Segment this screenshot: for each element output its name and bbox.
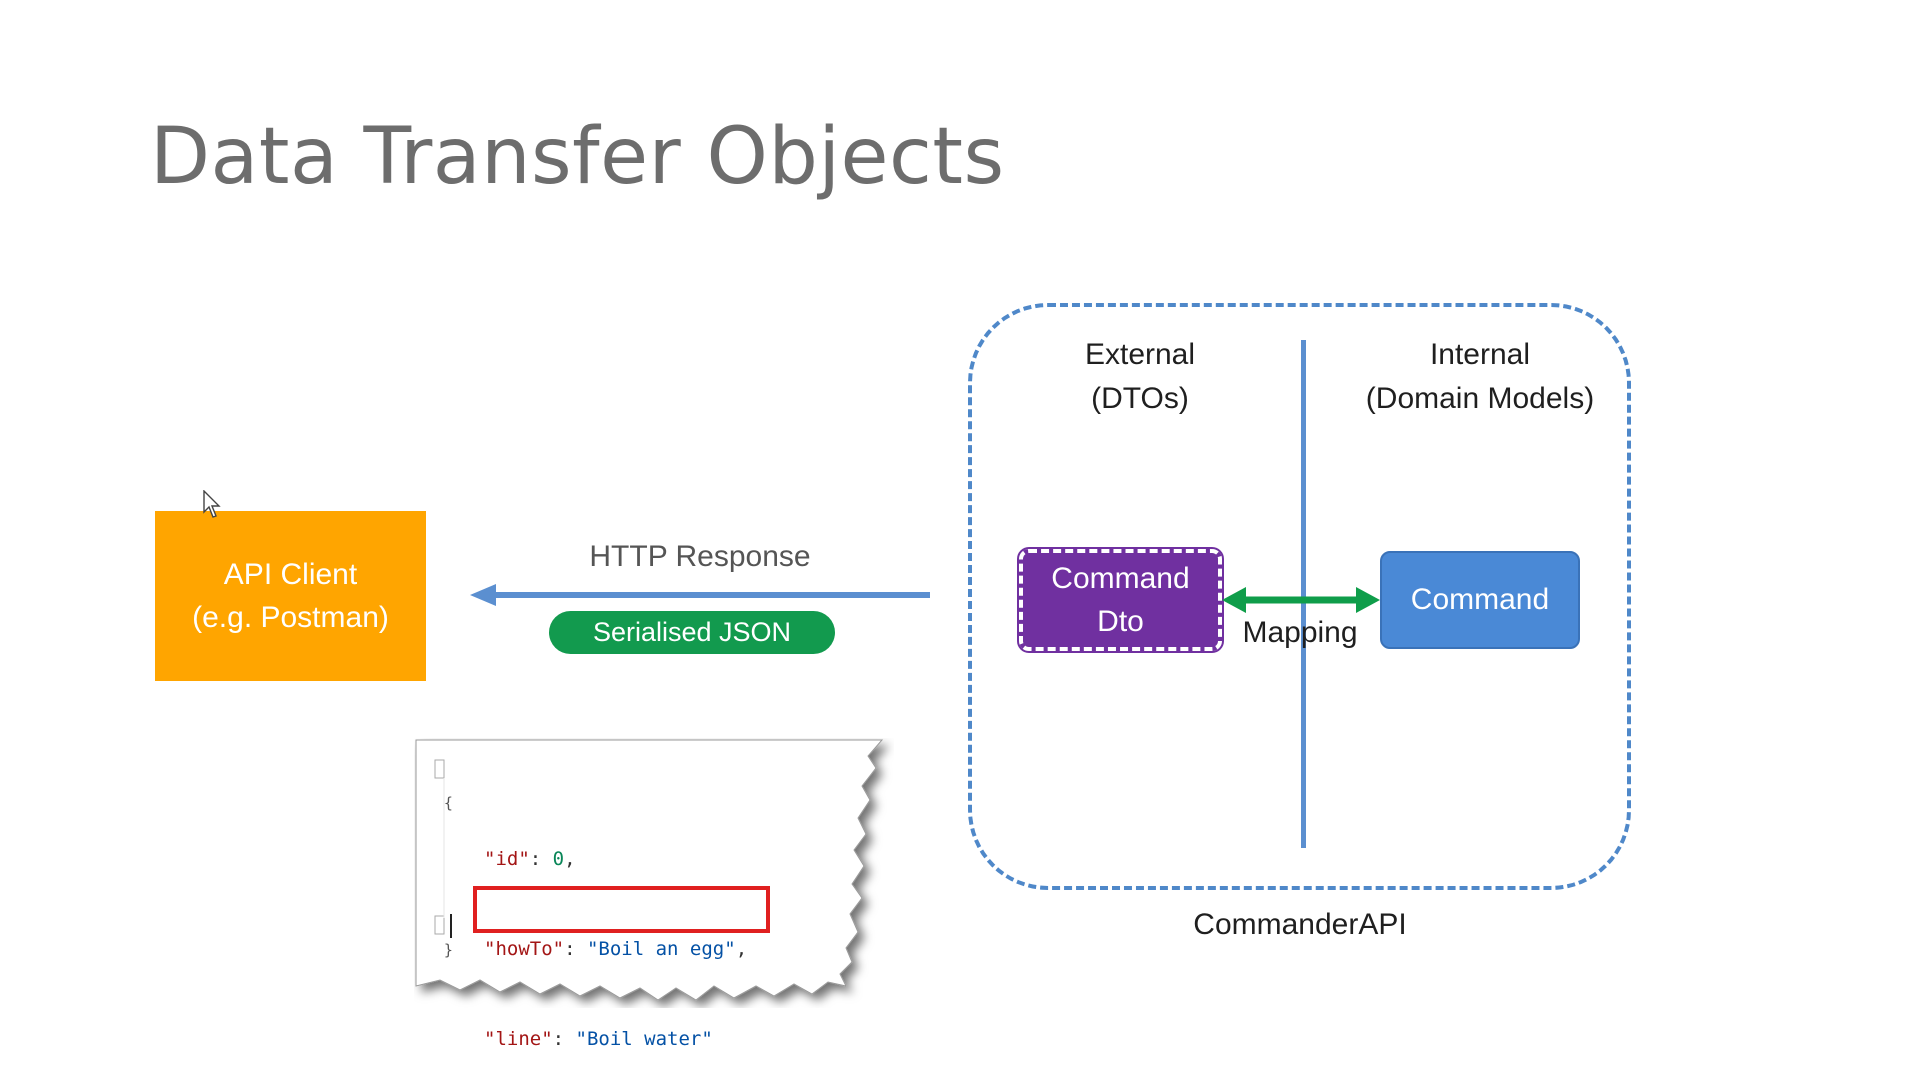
json-separator: : <box>552 1028 576 1050</box>
json-line: "line": "Boil water" <box>484 1024 747 1054</box>
json-separator: : <box>529 848 553 870</box>
internal-title: Internal <box>1429 338 1531 371</box>
json-line: "howTo": "Boil an egg", <box>484 934 747 964</box>
json-highlight-box <box>473 886 770 933</box>
commander-api-boundary <box>968 303 1631 890</box>
command-model-box: Command <box>1380 551 1580 649</box>
collapse-marker-top-icon <box>434 759 445 779</box>
json-value: "Boil water" <box>575 1028 713 1050</box>
mapping-arrow <box>1222 587 1380 613</box>
commander-api-label: CommanderAPI <box>1193 908 1407 941</box>
external-internal-divider <box>1301 340 1306 848</box>
slide-title: Data Transfer Objects <box>150 112 1005 202</box>
json-open-brace: { <box>421 757 453 818</box>
json-key: "line" <box>484 1028 553 1050</box>
command-dto-label: Command <box>1051 562 1190 595</box>
internal-label: Internal (Domain Models) <box>1330 333 1630 421</box>
api-client-box: API Client (e.g. Postman) <box>155 511 426 681</box>
json-trail: , <box>564 848 576 870</box>
command-dto-box: Command Dto <box>1017 547 1224 653</box>
command-dto-sublabel: Dto <box>1097 605 1144 638</box>
collapse-marker-bottom-icon <box>434 915 445 935</box>
mouse-cursor-icon <box>203 490 221 518</box>
json-line: "id": 0, <box>484 844 747 874</box>
internal-subtitle: (Domain Models) <box>1365 382 1595 415</box>
json-separator: : <box>564 938 587 960</box>
json-value: 0 <box>552 848 565 870</box>
json-lines: "id": 0, "howTo": "Boil an egg", "line":… <box>484 784 747 1084</box>
json-key: "id" <box>484 848 530 870</box>
external-subtitle: (DTOs) <box>1091 382 1189 415</box>
json-key: "howTo" <box>484 938 565 960</box>
close-brace: } <box>443 941 453 959</box>
serialised-json-badge: Serialised JSON <box>549 611 835 654</box>
http-response-arrow <box>470 584 930 606</box>
api-client-label: API Client <box>223 558 358 591</box>
open-brace: { <box>443 794 453 812</box>
external-label: External (DTOs) <box>1040 333 1240 421</box>
external-title: External <box>1084 338 1196 371</box>
http-response-label: HTTP Response <box>589 540 811 573</box>
api-client-sublabel: (e.g. Postman) <box>192 601 389 634</box>
json-value: "Boil an egg" <box>586 938 736 960</box>
json-close-brace: } <box>421 904 453 965</box>
mapping-label: Mapping <box>1242 616 1358 649</box>
json-snippet-card <box>415 739 884 1001</box>
json-trail: , <box>735 938 748 960</box>
